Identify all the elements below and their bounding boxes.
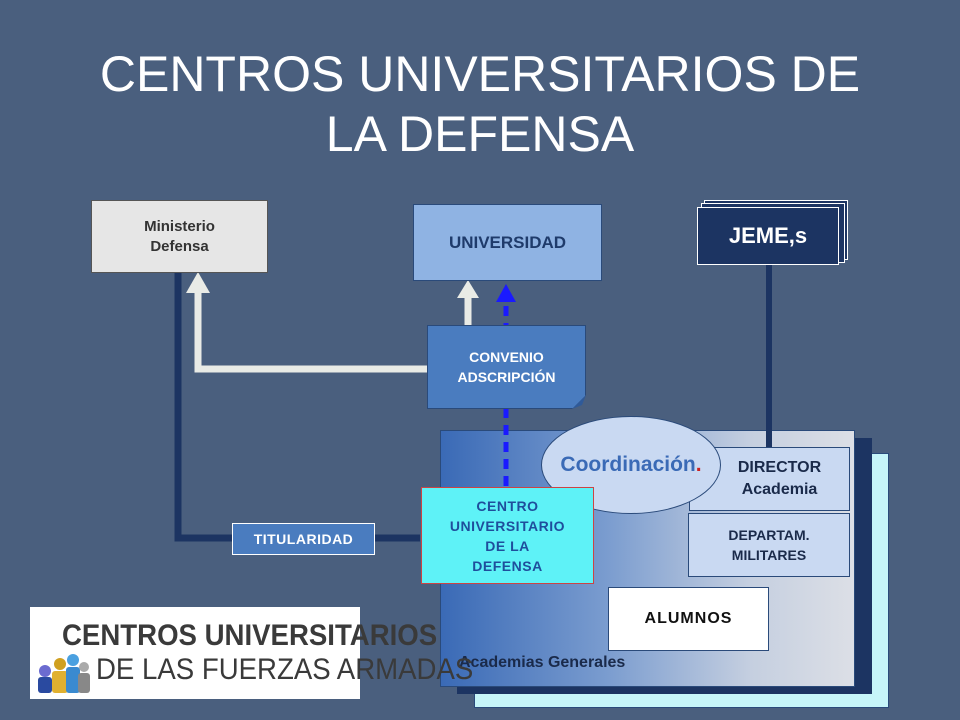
convenio-adscripcion-box: CONVENIO ADSCRIPCIÓN (427, 325, 586, 409)
students-figure-icon (38, 654, 90, 693)
coordinacion-label: Coordinación (560, 453, 696, 476)
alumnos-label: ALUMNOS (644, 610, 733, 627)
convenio-line1: CONVENIO (469, 349, 544, 365)
director-line2: Academia (741, 481, 818, 498)
ministerio-arrowhead (186, 272, 210, 293)
titularidad-label-box: TITULARIDAD (232, 523, 375, 555)
centro-universitario-box: CENTRO UNIVERSITARIO DE LA DEFENSA (421, 487, 594, 584)
logo-line1: CENTROS UNIVERSITARIOS (62, 619, 438, 652)
universidad-label: UNIVERSIDAD (448, 232, 567, 252)
centro-line1: CENTRO (476, 497, 539, 514)
slide-title-line1: CENTROS UNIVERSITARIOS DE (99, 46, 861, 102)
centro-line2: UNIVERSITARIO (449, 517, 566, 534)
universidad-box: UNIVERSIDAD (413, 204, 602, 281)
universidad-arrowhead (457, 280, 479, 298)
jeme-box: JEME,s (697, 207, 839, 265)
dashed-arrowhead (496, 284, 516, 302)
departamentos-militares-box: DEPARTAM. MILITARES (688, 513, 850, 577)
jeme-label: JEME,s (728, 223, 808, 248)
ministerio-defensa-box: Ministerio Defensa (91, 200, 268, 273)
departam-line2: MILITARES (731, 547, 807, 563)
ministerio-line1: Ministerio (144, 217, 215, 235)
centros-universitarios-logo: CENTROS UNIVERSITARIOS DE LAS FUERZAS AR… (30, 607, 473, 699)
slide-title-line2: LA DEFENSA (325, 106, 635, 162)
centro-line4: DEFENSA (472, 557, 543, 574)
logo-line2: DE LAS FUERZAS ARMADAS (96, 653, 474, 686)
titularidad-connector (174, 273, 420, 542)
centro-line3: DE LA (485, 537, 530, 554)
folded-corner-icon (572, 395, 586, 409)
alumnos-box: ALUMNOS (608, 587, 769, 651)
ministerio-line2: Defensa (150, 237, 209, 255)
departam-line1: DEPARTAM. (728, 527, 810, 543)
convenio-ministerio-connector (194, 292, 427, 373)
titularidad-label: TITULARIDAD (253, 531, 354, 547)
director-line1: DIRECTOR (737, 459, 822, 476)
academias-label: Academias Generales (459, 654, 626, 671)
coordinacion-suffix: . (695, 453, 702, 476)
slide-title: CENTROS UNIVERSITARIOS DE LA DEFENSA (0, 44, 960, 164)
convenio-line2: ADSCRIPCIÓN (457, 369, 556, 385)
